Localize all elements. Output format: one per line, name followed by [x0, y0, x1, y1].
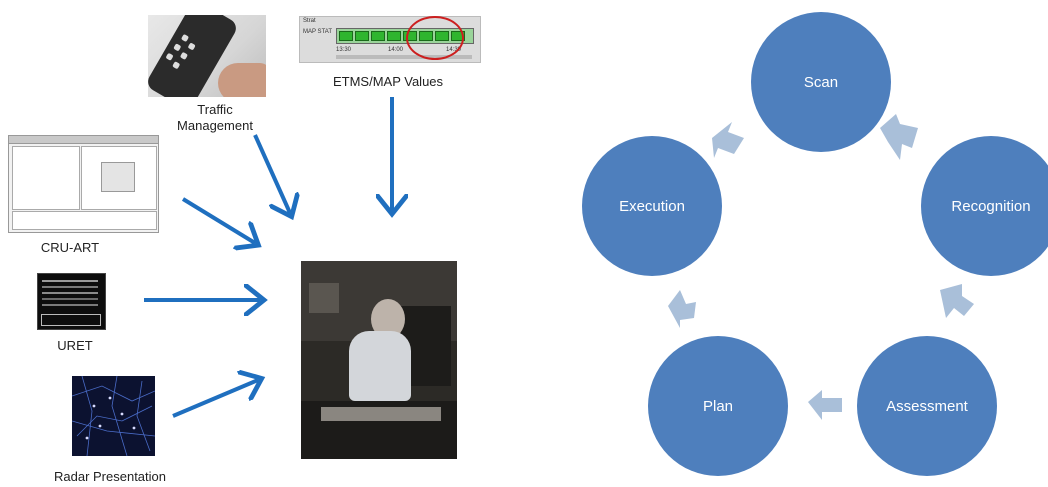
uret-image [37, 273, 106, 330]
cru-art-image [8, 135, 159, 233]
etms-row-label: MAP STAT [303, 29, 333, 35]
radar-lines [72, 376, 155, 456]
radar-image [72, 376, 155, 456]
highlight-circle [406, 16, 464, 60]
cycle-arrow-scan-to-recognition [880, 114, 918, 160]
etms-scrollbar [336, 55, 472, 59]
etms-cell [371, 31, 385, 41]
node-scan: Scan [751, 12, 891, 152]
arrow-cru-art [181, 197, 255, 243]
arrow-traffic [253, 134, 290, 213]
node-recognition: Recognition [921, 136, 1048, 276]
etms-header-text: Strat [303, 18, 316, 24]
node-execution: Execution [582, 136, 722, 276]
traffic-management-image [148, 15, 266, 97]
etms-label: ETMS/MAP Values [332, 74, 444, 89]
cycle-arrow-execution-to-scan [712, 122, 744, 158]
cycle-arrow-recognition-to-assessment [940, 284, 974, 318]
etms-time: 13:30 [336, 47, 352, 53]
etms-time: 14:00 [388, 47, 404, 53]
etms-cell [355, 31, 369, 41]
cycle-arrow-assessment-to-plan [808, 390, 842, 420]
controller-photo [301, 261, 457, 459]
etms-cell [387, 31, 401, 41]
cru-art-label: CRU-ART [40, 240, 100, 255]
node-assessment: Assessment [857, 336, 997, 476]
radar-label: Radar Presentation [53, 469, 166, 484]
cycle-arrow-plan-to-execution [668, 290, 696, 328]
traffic-label: Traffic Management [177, 102, 253, 133]
node-plan: Plan [648, 336, 788, 476]
uret-label: URET [57, 338, 93, 353]
etms-cell [339, 31, 353, 41]
arrow-radar [172, 380, 258, 418]
